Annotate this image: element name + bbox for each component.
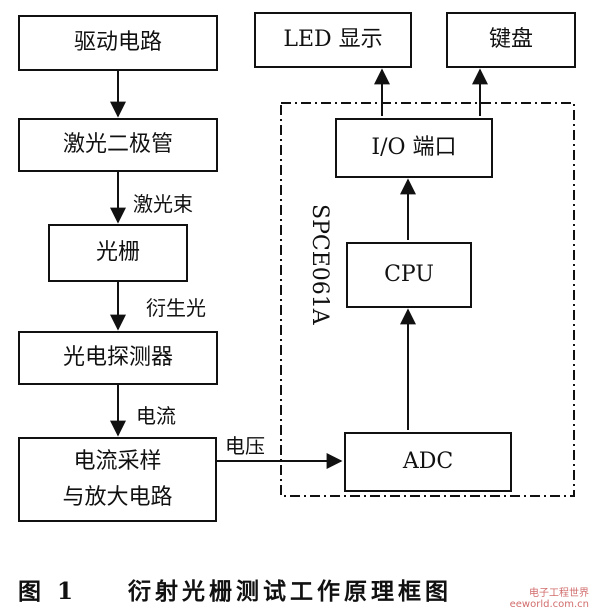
io-port-block: I/O 端口 bbox=[335, 118, 493, 178]
photodetector-block: 光电探测器 bbox=[18, 331, 218, 385]
sampling-label-line2: 与放大电路 bbox=[62, 484, 173, 510]
watermark-line1: 电子工程世界 bbox=[529, 588, 589, 599]
keyboard-block: 键盘 bbox=[446, 12, 576, 68]
cpu-label: CPU bbox=[384, 262, 434, 288]
voltage-label: 电压 bbox=[225, 434, 265, 458]
mcu-boundary bbox=[280, 102, 575, 497]
photodetector-label: 光电探测器 bbox=[62, 345, 173, 371]
laser-diode-block: 激光二极管 bbox=[18, 118, 218, 172]
led-display-block: LED 显示 bbox=[254, 12, 412, 68]
diffracted-light-label: 衍生光 bbox=[146, 296, 206, 320]
led-display-label: LED 显示 bbox=[283, 27, 383, 53]
drive-circuit-block: 驱动电路 bbox=[18, 15, 218, 71]
keyboard-label: 键盘 bbox=[488, 27, 533, 53]
sampling-label-line1: 电流采样 bbox=[73, 449, 162, 474]
grating-label: 光栅 bbox=[95, 240, 140, 266]
io-port-label: I/O 端口 bbox=[371, 135, 457, 161]
laser-beam-label: 激光束 bbox=[133, 192, 193, 216]
grating-block: 光栅 bbox=[48, 224, 188, 282]
figure-title: 衍射光栅测试工作原理框图 bbox=[128, 578, 452, 605]
laser-diode-label: 激光二极管 bbox=[62, 132, 173, 158]
adc-label: ADC bbox=[402, 449, 454, 475]
watermark-line2: eeworld.com.cn bbox=[509, 599, 589, 610]
cpu-block: CPU bbox=[346, 242, 472, 308]
current-sampling-amplifier-block: 电流采样 与放大电路 bbox=[18, 437, 217, 522]
current-label: 电流 bbox=[136, 404, 176, 428]
adc-block: ADC bbox=[344, 432, 512, 492]
drive-circuit-label: 驱动电路 bbox=[73, 30, 162, 56]
figure-number: 图 1 bbox=[18, 578, 78, 605]
watermark-logo: 电子工程世界 eeworld.com.cn bbox=[510, 588, 589, 610]
mcu-name-label: SPCE061A bbox=[307, 204, 332, 325]
